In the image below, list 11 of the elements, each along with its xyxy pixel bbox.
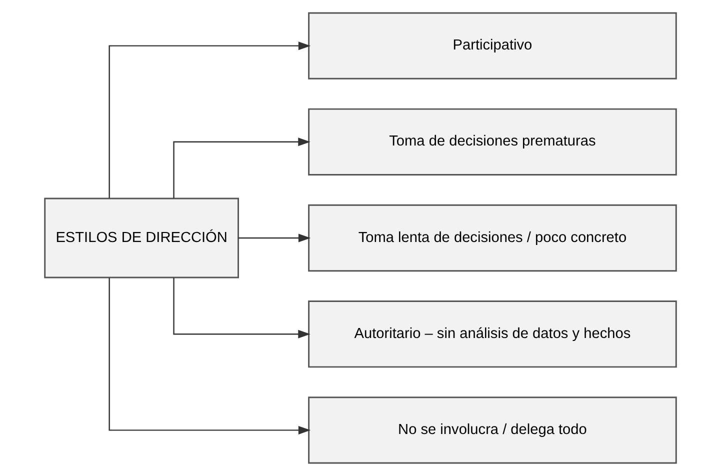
node-box: Toma lenta de decisiones / poco concreto xyxy=(308,204,676,272)
arrow xyxy=(172,278,310,338)
arrow xyxy=(172,138,310,198)
node-box: ESTILOS DE DIRECCIÓN xyxy=(44,198,238,278)
node-box: No se involucra / delega todo xyxy=(308,396,676,464)
node-box: Toma de decisiones prematuras xyxy=(308,108,676,176)
arrow xyxy=(238,234,310,242)
node-box: Autoritario – sin análisis de datos y hechos xyxy=(308,300,676,368)
arrow xyxy=(108,42,310,198)
node-box: Participativo xyxy=(308,12,676,80)
arrow xyxy=(108,278,310,434)
